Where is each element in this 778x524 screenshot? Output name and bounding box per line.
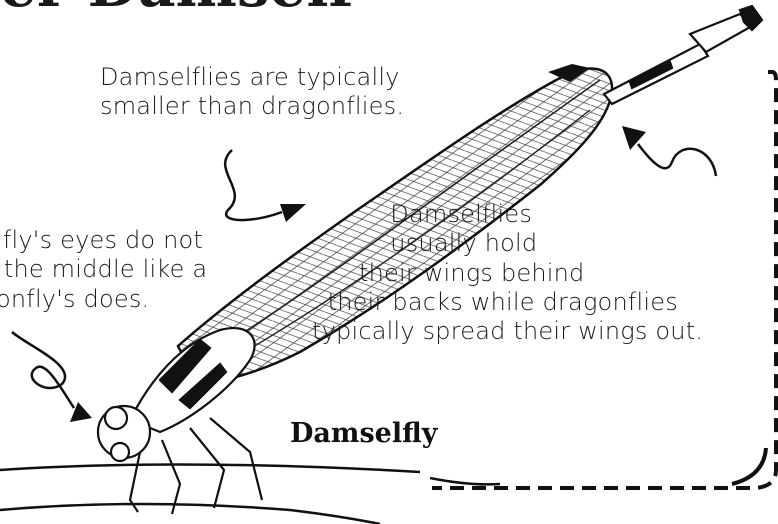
note-size: Damselflies are typically smaller than d… xyxy=(100,63,404,122)
body xyxy=(98,328,255,461)
branch xyxy=(0,464,500,524)
abdomen xyxy=(604,6,762,104)
curved-arrow-icon xyxy=(622,126,716,176)
damselfly-label: Damselfly xyxy=(290,418,437,449)
loop-arrow-icon xyxy=(12,332,92,422)
note-wings: Damselflies usually hold their wings beh… xyxy=(312,200,703,346)
dashed-border-corner xyxy=(732,448,766,484)
note-eyes: lfly's eyes do not the middle like a onf… xyxy=(0,226,207,314)
squiggle-arrow-icon xyxy=(225,150,306,222)
